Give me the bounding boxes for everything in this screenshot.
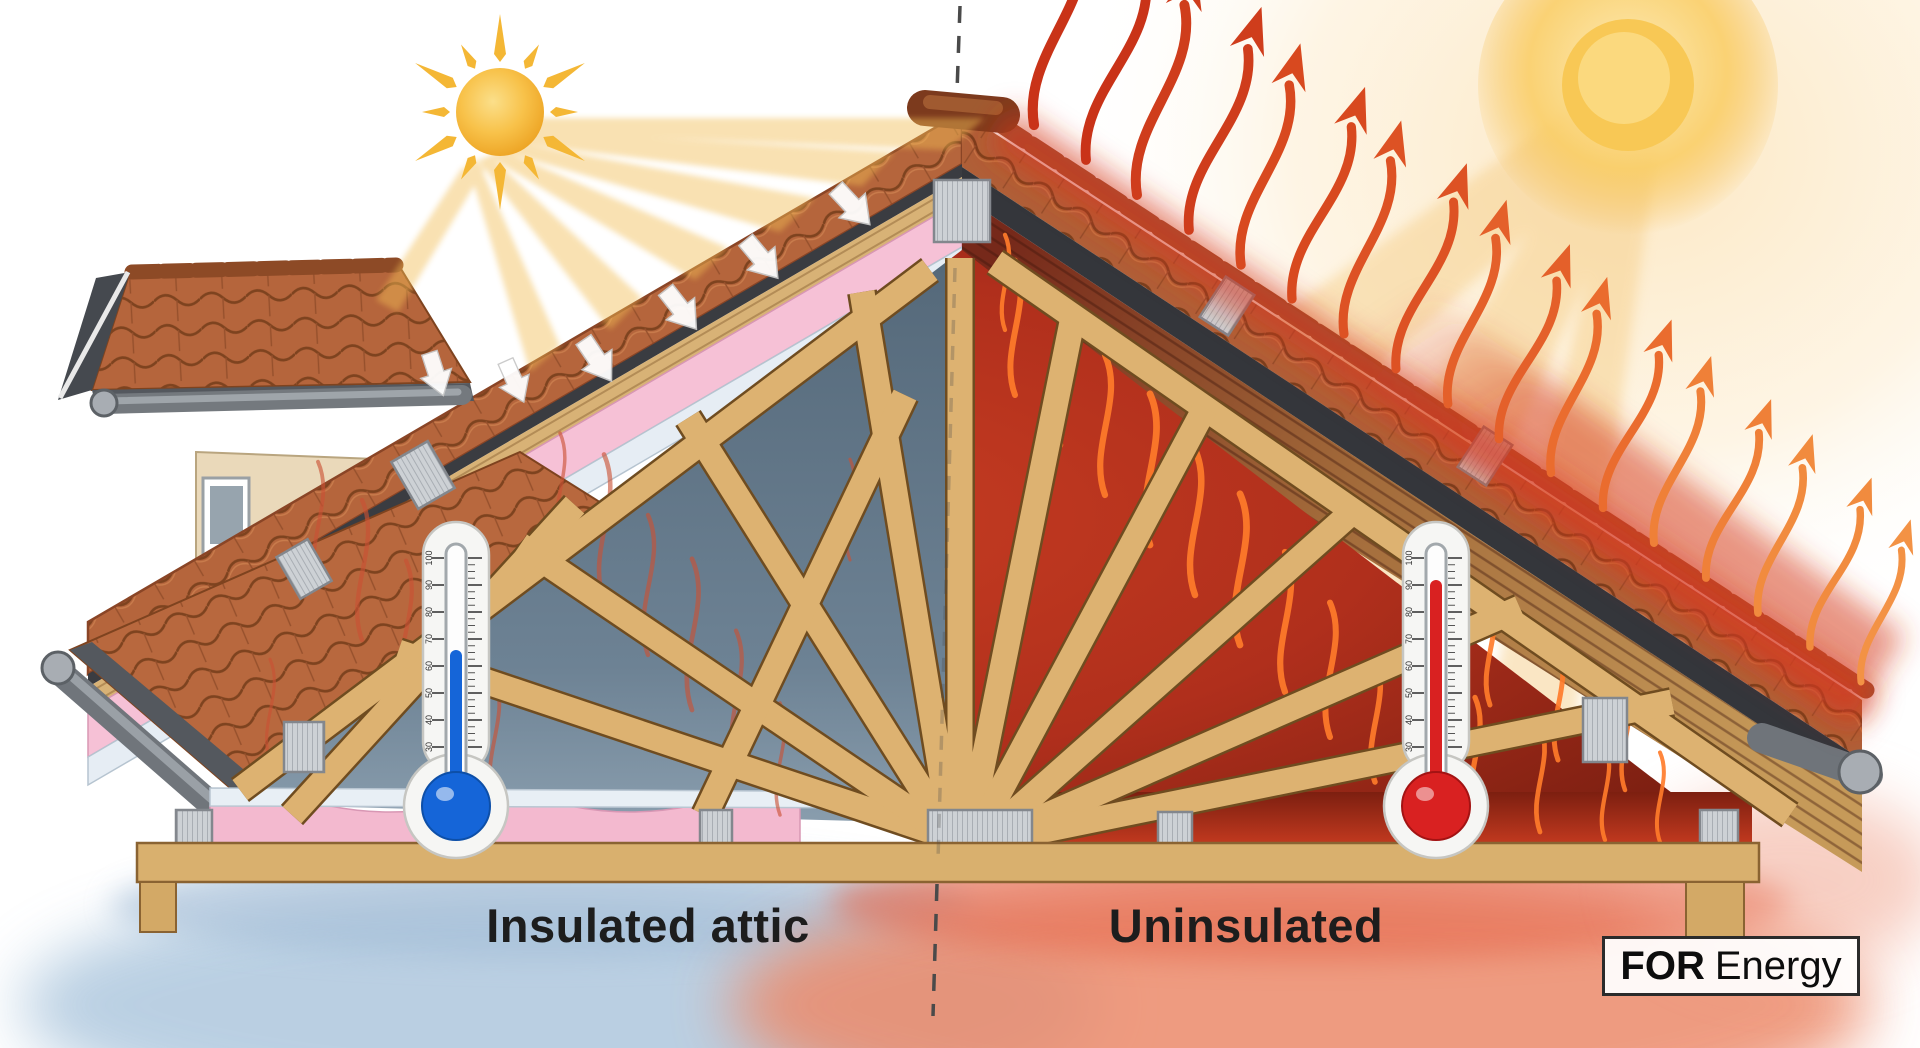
thermometer-scale-label: 80 (1404, 607, 1414, 617)
for-energy-logo: FOR Energy (1602, 936, 1860, 996)
thermometer-scale-label: 30 (424, 742, 434, 752)
sun-glow-icon (1478, 0, 1778, 235)
thermometer-scale-label: 80 (424, 607, 434, 617)
ridge-cap (907, 90, 1020, 133)
label-uninsulated: Uninsulated (1108, 899, 1384, 952)
thermometer-scale-label: 90 (1404, 580, 1414, 590)
thermometer-scale-label: 40 (1404, 715, 1414, 725)
thermometer-scale-label: 90 (424, 580, 434, 590)
thermometer-scale-label: 50 (424, 688, 434, 698)
thermometer-hot-icon: 100 90 80 70 60 50 40 30 (1382, 520, 1490, 860)
thermometer-scale-label: 70 (424, 634, 434, 644)
ridge-caps (124, 257, 404, 280)
thermometer-scale-label: 100 (1404, 550, 1414, 565)
thermometer-cold-icon: 100 90 80 70 60 50 40 30 (402, 520, 510, 860)
thermometer-scale-label: 30 (1404, 742, 1414, 752)
sun-beams-left (376, 118, 985, 372)
roof-trusses (230, 249, 1799, 853)
logo-text-regular: Energy (1714, 943, 1842, 988)
logo-text-bold: FOR (1620, 943, 1705, 988)
thermometer-scale-label: 70 (1404, 634, 1414, 644)
thermometer-scale: 100 90 80 70 60 50 40 30 (424, 550, 482, 752)
label-insulated-attic: Insulated attic (486, 899, 810, 952)
thermometer-scale-label: 60 (424, 661, 434, 671)
thermometer-scale-label: 60 (1404, 661, 1414, 671)
thermometer-scale-label: 40 (424, 715, 434, 725)
sun-icon (412, 14, 588, 210)
thermometer-scale: 100 90 80 70 60 50 40 30 (1404, 550, 1462, 752)
dashed-divider-line (931, 5, 962, 1017)
ceiling-beam (135, 841, 1761, 939)
thermometer-scale-label: 100 (424, 550, 434, 565)
thermometer-scale-label: 50 (1404, 688, 1414, 698)
